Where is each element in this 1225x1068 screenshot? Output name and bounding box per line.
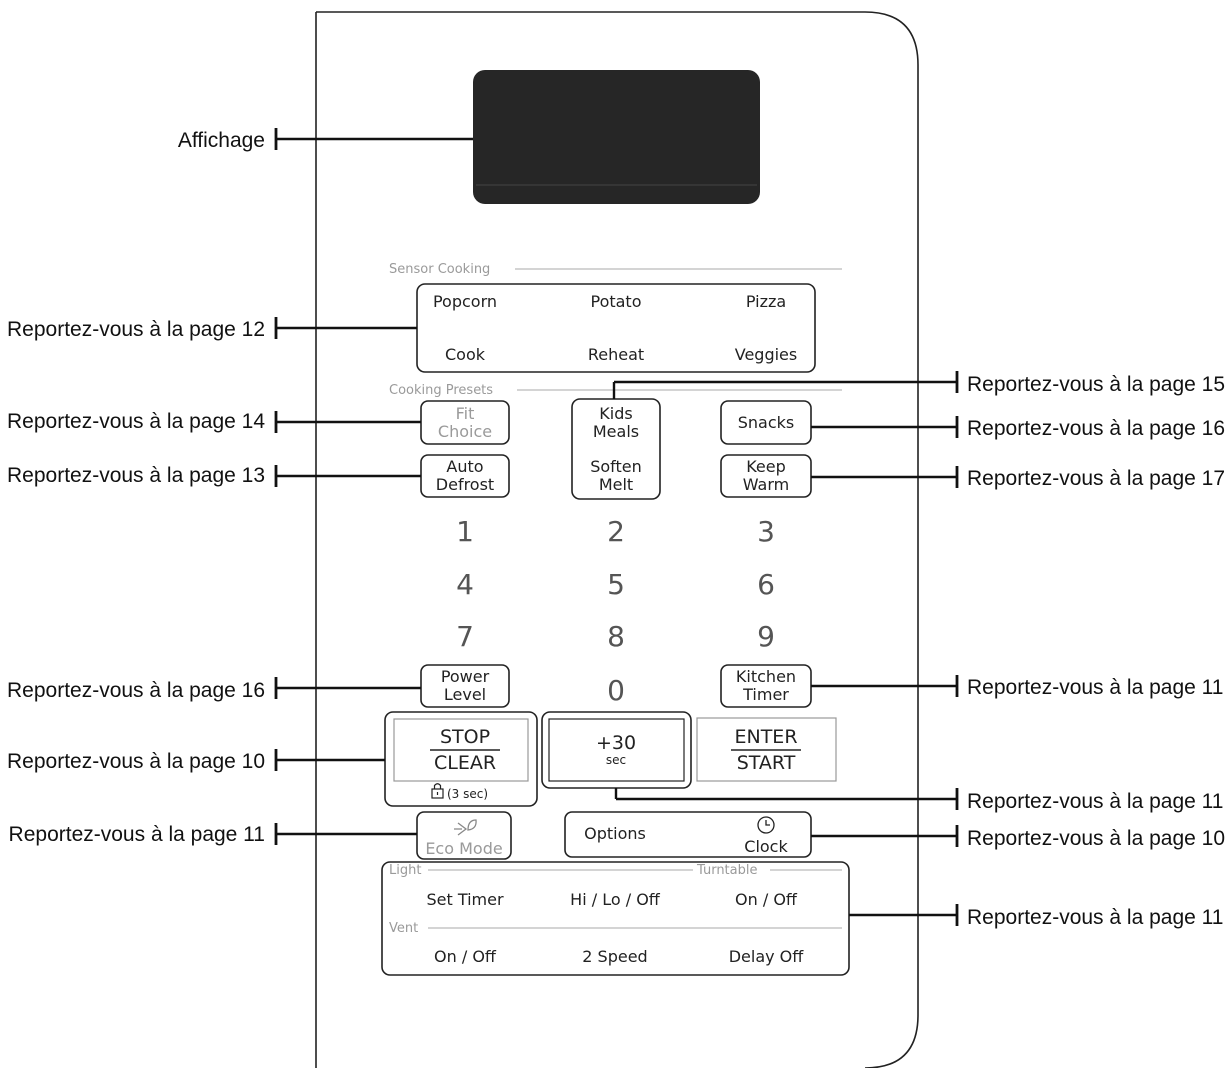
power-level-button[interactable] — [420, 664, 510, 708]
callout-fit-choice-text: Reportez-vous à la page 14 — [7, 410, 265, 433]
digit-4-button[interactable]: 4 — [456, 568, 474, 601]
callout-eco-mode-text: Reportez-vous à la page 11 — [9, 823, 265, 846]
potato-button[interactable]: Potato — [590, 292, 641, 311]
callout-options-grid-text: Reportez-vous à la page 11 — [967, 906, 1223, 929]
digit-1-button[interactable]: 1 — [456, 515, 474, 548]
delay-off-option[interactable]: Delay Off — [729, 947, 805, 966]
keep-warm-label-line2: Warm — [743, 475, 789, 494]
sensor-cooking-label: Sensor Cooking — [389, 262, 490, 277]
digit-9-button[interactable]: 9 — [757, 620, 775, 653]
clock-button[interactable]: Clock — [744, 837, 788, 856]
callout-display-text: Affichage — [178, 129, 265, 152]
eco-leaf-icon — [454, 819, 477, 836]
vent-2-speed-option[interactable]: 2 Speed — [582, 947, 647, 966]
callout-kids-meals: Reportez-vous à la page 15 — [612, 371, 1225, 399]
veggies-button[interactable]: Veggies — [735, 345, 797, 364]
callout-display: Affichage — [178, 128, 473, 152]
stop-label: STOP — [440, 726, 490, 748]
cooking-presets-label: Cooking Presets — [389, 383, 493, 398]
panel-outline — [316, 11, 919, 1068]
callout-fit-choice: Reportez-vous à la page 14 — [7, 410, 421, 433]
callout-power-level: Reportez-vous à la page 16 — [7, 677, 421, 702]
callout-keep-warm-text: Reportez-vous à la page 17 — [967, 467, 1225, 490]
kitchen-timer-label-line2: Timer — [742, 685, 789, 704]
fit-choice-label-line1: Fit — [456, 404, 475, 423]
cook-button[interactable]: Cook — [445, 345, 486, 364]
kids-soften-group — [571, 398, 661, 500]
callout-auto-defrost: Reportez-vous à la page 13 — [7, 464, 421, 487]
callout-options-grid: Reportez-vous à la page 11 — [849, 904, 1223, 929]
digit-0-button[interactable]: 0 — [607, 674, 625, 707]
reheat-button[interactable]: Reheat — [588, 345, 644, 364]
callout-stop-clear-text: Reportez-vous à la page 10 — [7, 750, 265, 773]
digit-2-button[interactable]: 2 — [607, 515, 625, 548]
digit-8-button[interactable]: 8 — [607, 620, 625, 653]
eco-mode-button[interactable] — [416, 811, 512, 860]
snacks-label: Snacks — [738, 413, 795, 432]
pizza-button[interactable]: Pizza — [746, 292, 786, 311]
options-grid — [381, 861, 850, 976]
turntable-on-off-option[interactable]: On / Off — [735, 890, 798, 909]
callout-power-level-text: Reportez-vous à la page 16 — [7, 679, 265, 702]
kids-meals-label-line2: Meals — [593, 422, 639, 441]
callout-eco-mode: Reportez-vous à la page 11 — [9, 823, 417, 846]
light-label: Light — [389, 863, 421, 878]
vent-on-off-option[interactable]: On / Off — [434, 947, 497, 966]
power-level-label-line1: Power — [441, 667, 490, 686]
callout-snacks-text: Reportez-vous à la page 16 — [967, 417, 1225, 440]
options-button[interactable]: Options — [584, 824, 646, 843]
vent-label: Vent — [389, 921, 418, 936]
auto-defrost-label-line1: Auto — [446, 457, 483, 476]
lock-icon — [431, 783, 444, 799]
callout-clock-text: Reportez-vous à la page 10 — [967, 827, 1225, 850]
callout-kitchen-timer: Reportez-vous à la page 11 — [811, 675, 1223, 699]
callout-sensor-cooking-text: Reportez-vous à la page 12 — [7, 318, 265, 341]
callout-auto-defrost-text: Reportez-vous à la page 13 — [7, 464, 265, 487]
sec-label: sec — [606, 753, 626, 767]
enter-label: ENTER — [734, 726, 797, 748]
digit-7-button[interactable]: 7 — [456, 620, 474, 653]
set-timer-option[interactable]: Set Timer — [426, 890, 504, 909]
snacks-button[interactable] — [720, 400, 812, 445]
callout-snacks: Reportez-vous à la page 16 — [811, 416, 1225, 440]
display-screen — [473, 70, 760, 204]
eco-mode-label: Eco Mode — [425, 839, 502, 858]
callout-sensor-cooking: Reportez-vous à la page 12 — [7, 317, 417, 341]
options-clock-group — [564, 811, 812, 858]
turntable-label: Turntable — [696, 863, 758, 878]
soften-melt-label-line2: Melt — [599, 475, 633, 494]
start-label: START — [737, 752, 796, 774]
callout-stop-clear: Reportez-vous à la page 10 — [7, 749, 385, 773]
auto-defrost-label-line2: Defrost — [436, 475, 494, 494]
plus30-label: +30 — [596, 732, 636, 754]
callout-keep-warm: Reportez-vous à la page 17 — [811, 466, 1225, 490]
kids-meals-button[interactable]: Kids — [599, 404, 632, 423]
light-hi-lo-off-option[interactable]: Hi / Lo / Off — [570, 890, 661, 909]
popcorn-button[interactable]: Popcorn — [433, 292, 497, 311]
callout-kitchen-timer-text: Reportez-vous à la page 11 — [967, 676, 1223, 699]
digit-6-button[interactable]: 6 — [757, 568, 775, 601]
lock-hint: (3 sec) — [447, 787, 488, 801]
callout-plus30-text: Reportez-vous à la page 11 — [967, 790, 1223, 813]
callout-plus30: Reportez-vous à la page 11 — [614, 788, 1223, 813]
fit-choice-label-line2: Choice — [438, 422, 492, 441]
digit-3-button[interactable]: 3 — [757, 515, 775, 548]
clock-icon — [757, 816, 775, 834]
digit-5-button[interactable]: 5 — [607, 568, 625, 601]
kitchen-timer-label-line1: Kitchen — [736, 667, 796, 686]
clear-label: CLEAR — [434, 752, 496, 774]
power-level-label-line2: Level — [444, 685, 486, 704]
plus30-button[interactable] — [548, 718, 685, 782]
callout-kids-meals-text: Reportez-vous à la page 15 — [967, 373, 1225, 396]
callout-clock: Reportez-vous à la page 10 — [811, 825, 1225, 850]
soften-melt-button[interactable]: Soften — [590, 457, 642, 476]
keep-warm-label-line1: Keep — [746, 457, 786, 476]
